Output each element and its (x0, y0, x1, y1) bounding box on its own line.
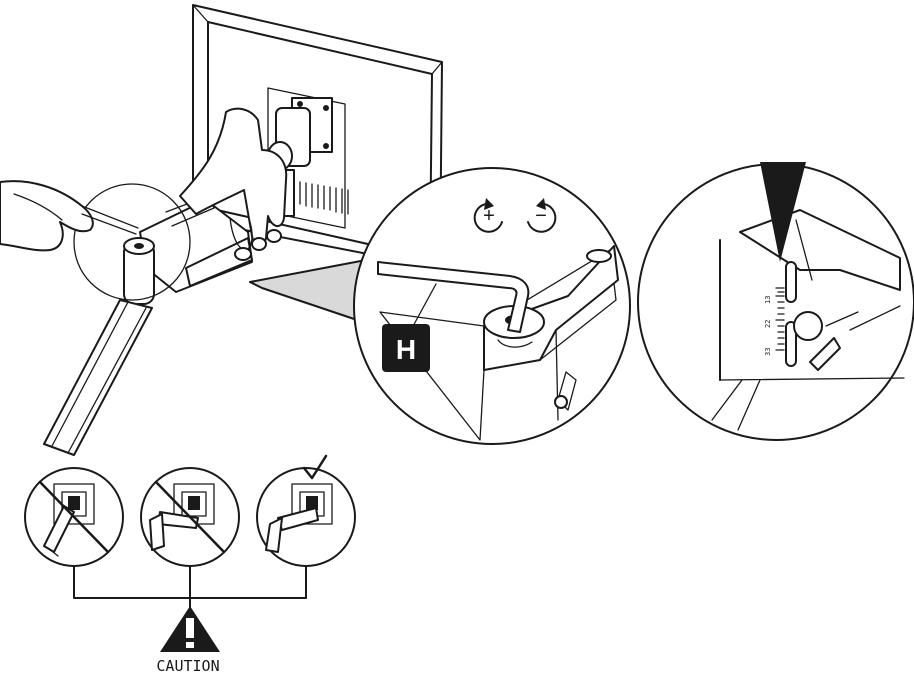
scale-mark-13: 13 (764, 296, 772, 304)
indicator-arrow-icon (760, 162, 806, 262)
allen-key-icon (377, 261, 530, 333)
tension-scale-detail-callout: 13 22 33 (637, 162, 914, 441)
hands (0, 107, 288, 261)
prohibited-icon (38, 480, 110, 554)
checkmark-icon (302, 454, 328, 480)
increase-symbol: + (483, 205, 495, 227)
decrease-symbol: − (535, 205, 547, 227)
tool-label: H (396, 334, 416, 365)
prohibited-icon (154, 480, 226, 554)
rotate-clockwise-plus-icon: + (473, 198, 503, 233)
monitor-arm (43, 183, 253, 456)
hex-key-detail-callout: H + − (249, 167, 631, 445)
incorrect-position-2 (140, 467, 240, 567)
caution-triangle-icon (160, 606, 220, 652)
caution-label: CAUTION (156, 657, 219, 675)
scale-mark-22: 22 (764, 320, 772, 328)
correct-position (256, 454, 356, 567)
caution-examples: CAUTION (24, 454, 356, 675)
scale-mark-33: 33 (764, 348, 772, 356)
rotate-counterclockwise-minus-icon: − (527, 198, 557, 233)
incorrect-position-1 (24, 467, 124, 567)
h-label-icon: H (382, 324, 430, 372)
